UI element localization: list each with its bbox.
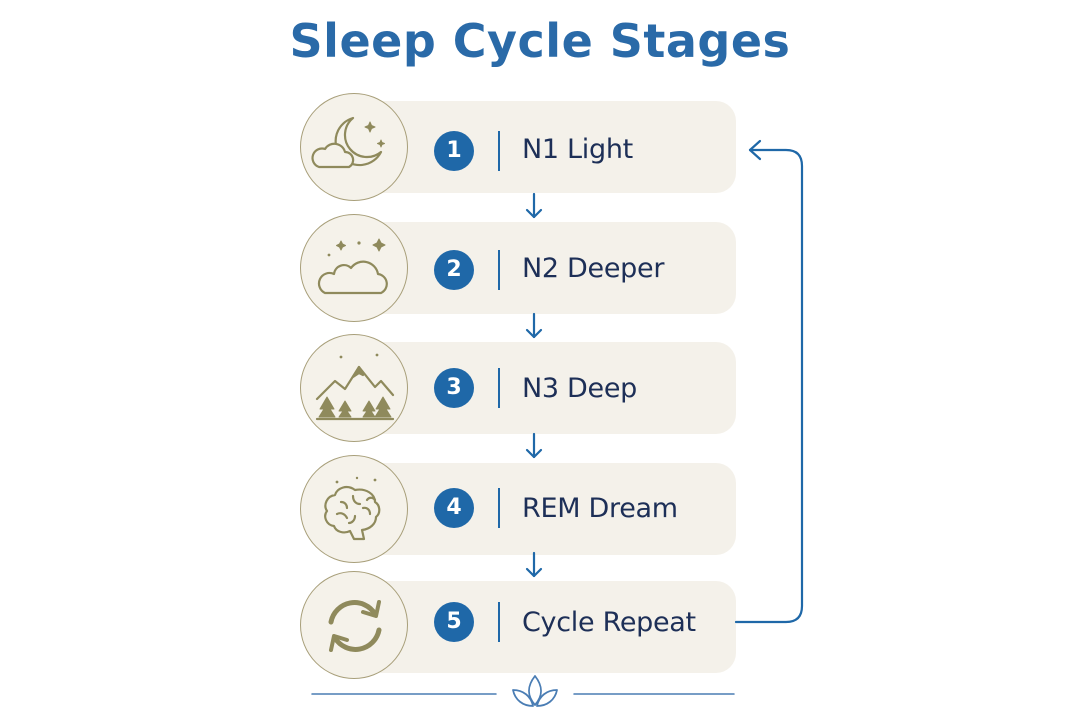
stage-label-3: N3 Deep	[522, 373, 638, 404]
stage-card-3	[352, 342, 736, 434]
down-arrow-4-5	[525, 551, 543, 578]
page-title: Sleep Cycle Stages	[289, 14, 791, 68]
leaf-ornament-icon	[512, 675, 558, 707]
divider-4	[498, 488, 500, 528]
divider-3	[498, 368, 500, 408]
stage-card-2	[352, 222, 736, 314]
divider-1	[498, 131, 500, 171]
down-arrow-1-2	[525, 192, 543, 219]
stage-number-1: 1	[434, 131, 474, 171]
stage-card-1	[352, 101, 736, 193]
stage-number-3: 3	[434, 368, 474, 408]
divider-5	[498, 602, 500, 642]
cycle-arrows-icon	[300, 571, 408, 679]
down-arrow-3-4	[525, 432, 543, 459]
stage-label-2: N2 Deeper	[522, 253, 665, 284]
mountain-trees-icon	[300, 334, 408, 442]
divider-2	[498, 250, 500, 290]
brain-icon	[300, 455, 408, 563]
moon-cloud-icon	[300, 93, 408, 201]
stage-number-2: 2	[434, 250, 474, 290]
cloud-stars-icon	[300, 214, 408, 322]
stage-number-5: 5	[434, 602, 474, 642]
down-arrow-2-3	[525, 312, 543, 339]
stage-label-5: Cycle Repeat	[522, 607, 696, 638]
loop-back-arrow	[734, 139, 804, 624]
stage-card-4	[352, 463, 736, 555]
stage-card-5	[352, 581, 736, 673]
stage-label-4: REM Dream	[522, 493, 678, 524]
stage-label-1: N1 Light	[522, 134, 633, 165]
stage-number-4: 4	[434, 488, 474, 528]
